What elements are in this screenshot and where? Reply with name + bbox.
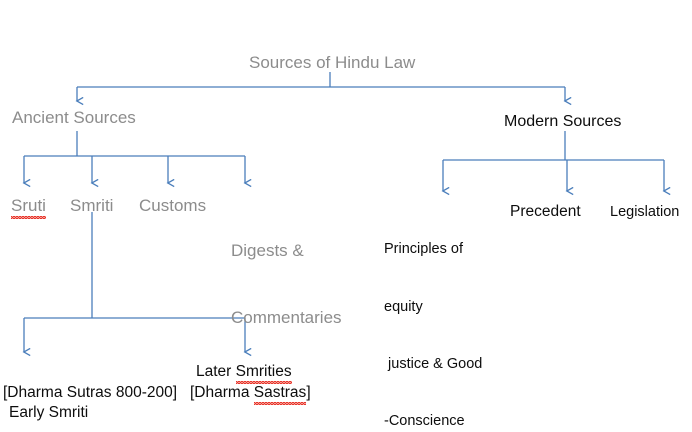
node-sruti-label: Sruti: [11, 195, 46, 220]
node-smriti: Smriti: [70, 196, 114, 215]
node-principles-of-equity: Principles of equity justice & Good -Con…: [384, 202, 482, 432]
node-digests-line1: Digests &: [231, 240, 304, 260]
node-sruti: Sruti: [11, 195, 46, 220]
node-bracket-misspelled: Sastras: [253, 383, 306, 406]
node-digests-commentaries: Digests & Commentaries: [231, 195, 342, 375]
node-bracket-suffix: ]: [306, 384, 311, 401]
node-principles-line3: justice & Good: [384, 356, 483, 372]
node-principles-line2: equity: [384, 298, 423, 315]
node-later-smrities: Later Smrities: [196, 362, 292, 385]
node-root-title: Sources of Hindu Law: [249, 53, 416, 72]
node-digests-line2: Commentaries: [231, 308, 342, 328]
node-customs: Customs: [139, 196, 207, 215]
node-early-smriti-bracket: [Dharma Sutras 800-200]: [3, 384, 178, 401]
node-principles-line1: Principles of: [384, 241, 463, 258]
node-early-smriti: Early Smriti: [9, 362, 88, 432]
node-bracket-prefix: [Dharma: [190, 384, 254, 401]
node-later-smrities-prefix: Later: [196, 363, 236, 380]
node-principles-line4: -Conscience: [384, 413, 465, 430]
node-legislation: Legislation: [610, 204, 680, 220]
node-later-smrities-bracket: [Dharma Sastras]: [190, 383, 311, 406]
node-early-smriti-label: Early Smriti: [9, 403, 89, 421]
node-ancient-sources: Ancient Sources: [12, 108, 136, 127]
node-precedent: Precedent: [510, 203, 581, 220]
node-later-smrities-misspelled: Smrities: [235, 362, 292, 385]
node-modern-sources: Modern Sources: [504, 113, 622, 130]
